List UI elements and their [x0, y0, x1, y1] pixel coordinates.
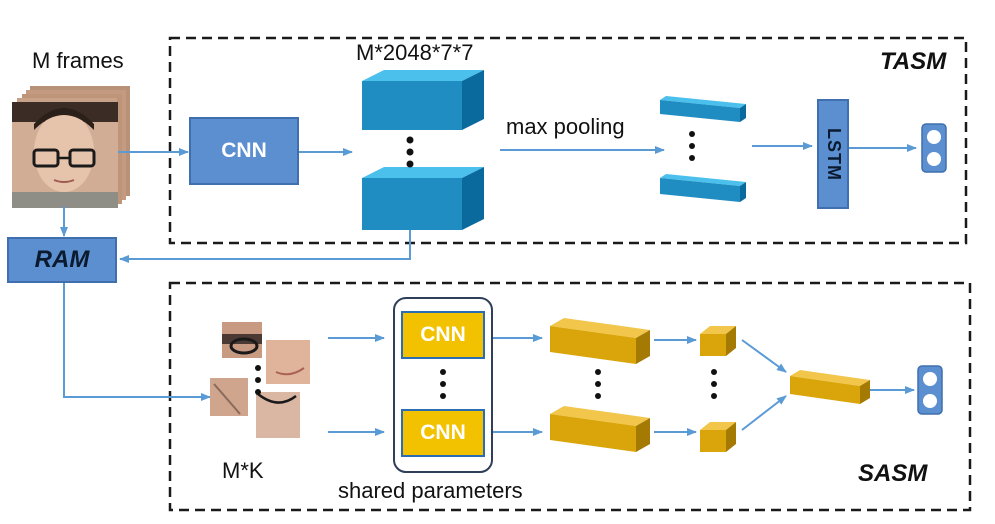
pooled-vector-top	[660, 96, 746, 122]
arrow-features-to-ram	[119, 230, 411, 263]
sasm-small-cube-top	[700, 326, 736, 356]
sasm-output-vector	[917, 365, 943, 415]
sasm-cnn-bottom-label: CNN	[420, 421, 466, 444]
tasm-frame	[168, 36, 968, 245]
sasm-cnn-bottom-box	[401, 409, 485, 457]
lstm-label-wrap: LSTM	[818, 100, 848, 208]
sasm-feature-block-bottom	[550, 406, 650, 452]
lstm-box	[817, 99, 849, 209]
arrow-ram-to-patches	[63, 283, 211, 401]
tasm-output-vector	[921, 123, 947, 173]
sasm-cnn-top-box	[401, 311, 485, 359]
tasm-module-label: TASM	[880, 48, 947, 75]
sasm-cube-ellipsis-dots	[711, 369, 717, 399]
sasm-feature-block-top	[550, 318, 650, 364]
feature-ellipsis-dots	[406, 136, 414, 168]
arrow-small-top-to-merged	[741, 339, 787, 373]
max-pooling-label: max pooling	[506, 114, 625, 139]
arrow-small-bottom-to-merged	[741, 395, 787, 431]
input-frames-image	[12, 86, 130, 208]
tasm-cnn-box	[189, 117, 299, 185]
patches-label: M*K	[222, 458, 264, 483]
sasm-module-label: SASM	[858, 460, 928, 487]
tasm-cnn-label: CNN	[221, 139, 267, 162]
sasm-merged-vector	[790, 370, 870, 404]
patch-ellipsis-dots	[255, 365, 261, 395]
sasm-small-cube-bottom	[700, 422, 736, 452]
ram-box	[7, 237, 117, 283]
face-patches-image	[210, 322, 310, 438]
pooled-vector-bottom	[660, 174, 746, 202]
sasm-feature-ellipsis-dots	[595, 369, 601, 399]
sasm-cnn-top-label: CNN	[420, 323, 466, 346]
frames-label: M frames	[32, 48, 124, 73]
feature-block-top	[362, 70, 484, 130]
ram-label: RAM	[34, 246, 90, 273]
pooled-ellipsis-dots	[689, 131, 695, 161]
feature-dims-label: M*2048*7*7	[356, 40, 474, 65]
shared-parameters-container	[393, 297, 493, 473]
shared-parameters-label: shared parameters	[338, 478, 523, 503]
sasm-cnn-ellipsis-dots	[440, 369, 446, 399]
lstm-label: LSTM	[823, 127, 844, 181]
feature-block-bottom	[362, 167, 484, 230]
